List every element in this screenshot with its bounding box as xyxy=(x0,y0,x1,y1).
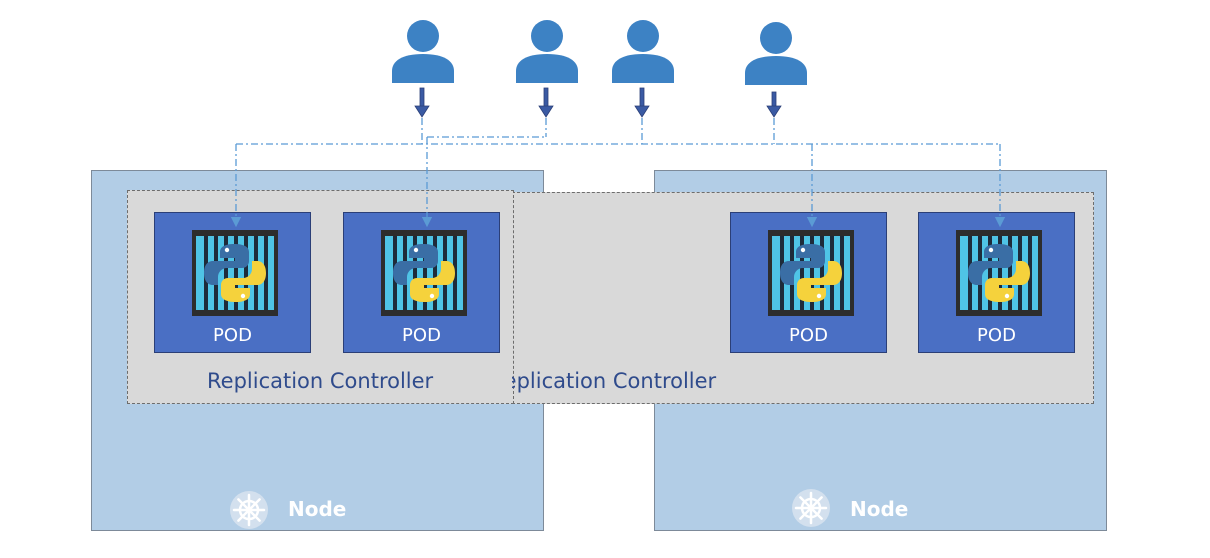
python-container-icon xyxy=(768,230,854,316)
pod: POD xyxy=(154,212,311,353)
user-icon xyxy=(612,20,674,83)
user-arrows xyxy=(414,87,782,118)
pod: POD xyxy=(730,212,887,353)
replication-controller-label: Replication Controller xyxy=(207,369,434,393)
down-arrow-icon xyxy=(414,87,430,118)
down-arrow-icon xyxy=(538,87,554,118)
user-icon xyxy=(392,20,454,83)
python-container-icon xyxy=(956,230,1042,316)
replication-controller-label: Replication Controller xyxy=(512,369,717,393)
pod-label: POD xyxy=(213,325,252,346)
pod: POD xyxy=(918,212,1075,353)
user-icon xyxy=(745,22,807,85)
replication-controller-label-clipped: Replication Controller xyxy=(512,366,752,398)
node-label: Node xyxy=(288,497,347,521)
pod: POD xyxy=(343,212,500,353)
pod-label: POD xyxy=(402,325,441,346)
pod-label: POD xyxy=(977,325,1016,346)
kubernetes-helm-icon xyxy=(230,491,268,529)
python-container-icon xyxy=(192,230,278,316)
down-arrow-icon xyxy=(634,87,650,118)
user-icon xyxy=(516,20,578,83)
python-container-icon xyxy=(381,230,467,316)
down-arrow-icon xyxy=(766,91,782,118)
pod-label: POD xyxy=(789,325,828,346)
node-label: Node xyxy=(850,497,909,521)
kubernetes-helm-icon xyxy=(792,489,830,527)
